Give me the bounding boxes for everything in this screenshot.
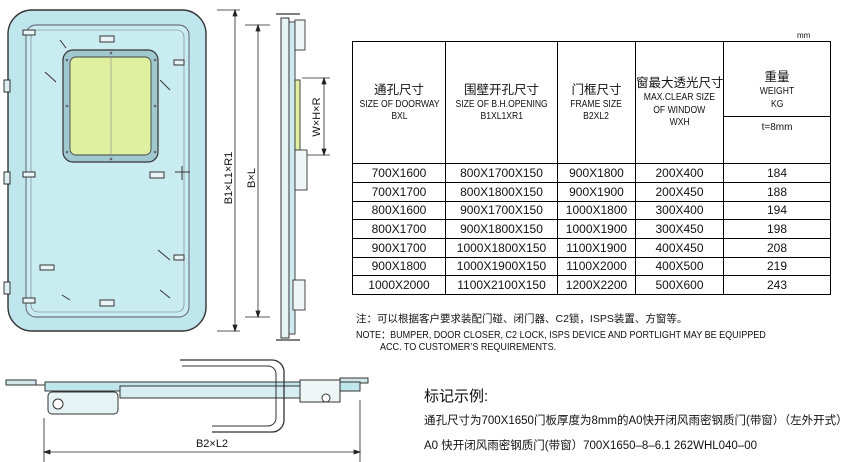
header-frame: 门框尺寸 FRAME SIZE B2XL2 (557, 40, 636, 165)
table-cell: 188 (723, 181, 831, 202)
header-opening: 围壁开孔尺寸 SIZE OF B.H.OPENING B1XL1XR1 (445, 40, 558, 165)
table-cell: 900X1800 (352, 256, 446, 277)
table-cell: 219 (723, 256, 831, 277)
table-cell: 194 (723, 200, 831, 221)
door-clamps (22, 29, 185, 307)
dim-outer-label: B1×L1×R1 (223, 152, 235, 205)
table-cell: 198 (723, 219, 831, 239)
header-weight: 重量 WEIGHT KG t=8mm (723, 40, 831, 165)
dim-inner-label: B×L (246, 168, 258, 188)
table-cell: 900X1700 (352, 237, 446, 258)
marking-line1: 通孔尺寸为700X1650门板厚度为8mm的A0快开闭风雨密钢质门(带窗）（左外… (424, 415, 848, 427)
dim-window-label: W×H×R (311, 97, 323, 136)
window-glass (69, 56, 152, 156)
table-cell: 800X1600 (352, 200, 446, 221)
table-cell: 800X1700 (352, 219, 446, 239)
table-cell: 1000X1900 (557, 219, 636, 239)
table-cell: 243 (723, 275, 831, 295)
unit-label: mm (797, 31, 811, 40)
table-cell: 500X600 (635, 275, 724, 295)
table-cell: 800X1800X150 (445, 181, 558, 202)
table-cell: 700X1600 (352, 163, 446, 183)
table-cell: 900X1800 (557, 163, 636, 183)
door-side-view (276, 13, 308, 341)
header-window: 窗最大透光尺寸 MAX.CLEAR SIZE OF WINDOW WXH (635, 40, 724, 165)
table-cell: 200X400 (635, 163, 724, 183)
table-cell: 300X450 (635, 219, 724, 239)
header-doorway: 通孔尺寸 SIZE OF DOORWAY BXL (352, 40, 446, 165)
table-cell: 200X450 (635, 181, 724, 202)
table-cell: 1100X2100X150 (445, 275, 558, 295)
table-cell: 208 (723, 237, 831, 258)
table-cell: 1000X2000 (352, 275, 446, 295)
table-cell: 1000X1900X150 (445, 256, 558, 277)
note-en-line2: ACC. TO CUSTOMER’S REQUIREMENTS. (380, 341, 557, 353)
table-cell: 1000X1800X150 (445, 237, 558, 258)
spec-table: 通孔尺寸 SIZE OF DOORWAY BXL 围壁开孔尺寸 SIZE OF … (352, 40, 831, 295)
table-cell: 800X1700X150 (445, 163, 558, 183)
table-cell: 1200X2200 (557, 275, 636, 295)
marking-line2: A0 快开闭风雨密钢质门(带窗）700X1650–8–6.1 262WHL040… (424, 440, 758, 452)
window-bolts (65, 51, 157, 161)
table-cell: 1000X1800 (557, 200, 636, 221)
table-cell: 700X1700 (352, 181, 446, 202)
table-header-row: 通孔尺寸 SIZE OF DOORWAY BXL 围壁开孔尺寸 SIZE OF … (352, 40, 831, 165)
door-section-view (5, 359, 369, 433)
dimension-lines (217, 8, 330, 333)
table-cell: 1100X1900 (557, 237, 636, 258)
dim-frame-label: B2×L2 (196, 438, 228, 450)
note-cn: 注：可以根据客户要求装配门碰、闭门器、C2锁，ISPS装置、方窗等。 (356, 313, 688, 325)
note-en-line1: NOTE：BUMPER, DOOR CLOSER, C2 LOCK, ISPS … (356, 329, 766, 341)
table-cell: 900X1900 (557, 181, 636, 202)
door-panel-edge (30, 29, 185, 313)
table-cell: 400X500 (635, 256, 724, 277)
marking-title: 标记示例: (424, 388, 489, 405)
table-cell: 900X1700X150 (445, 200, 558, 221)
table-cell: 300X400 (635, 200, 724, 221)
table-cell: 400X450 (635, 237, 724, 258)
table-cell: 1100X2000 (557, 256, 636, 277)
table-cell: 900X1800X150 (445, 219, 558, 239)
table-cell: 184 (723, 163, 831, 183)
